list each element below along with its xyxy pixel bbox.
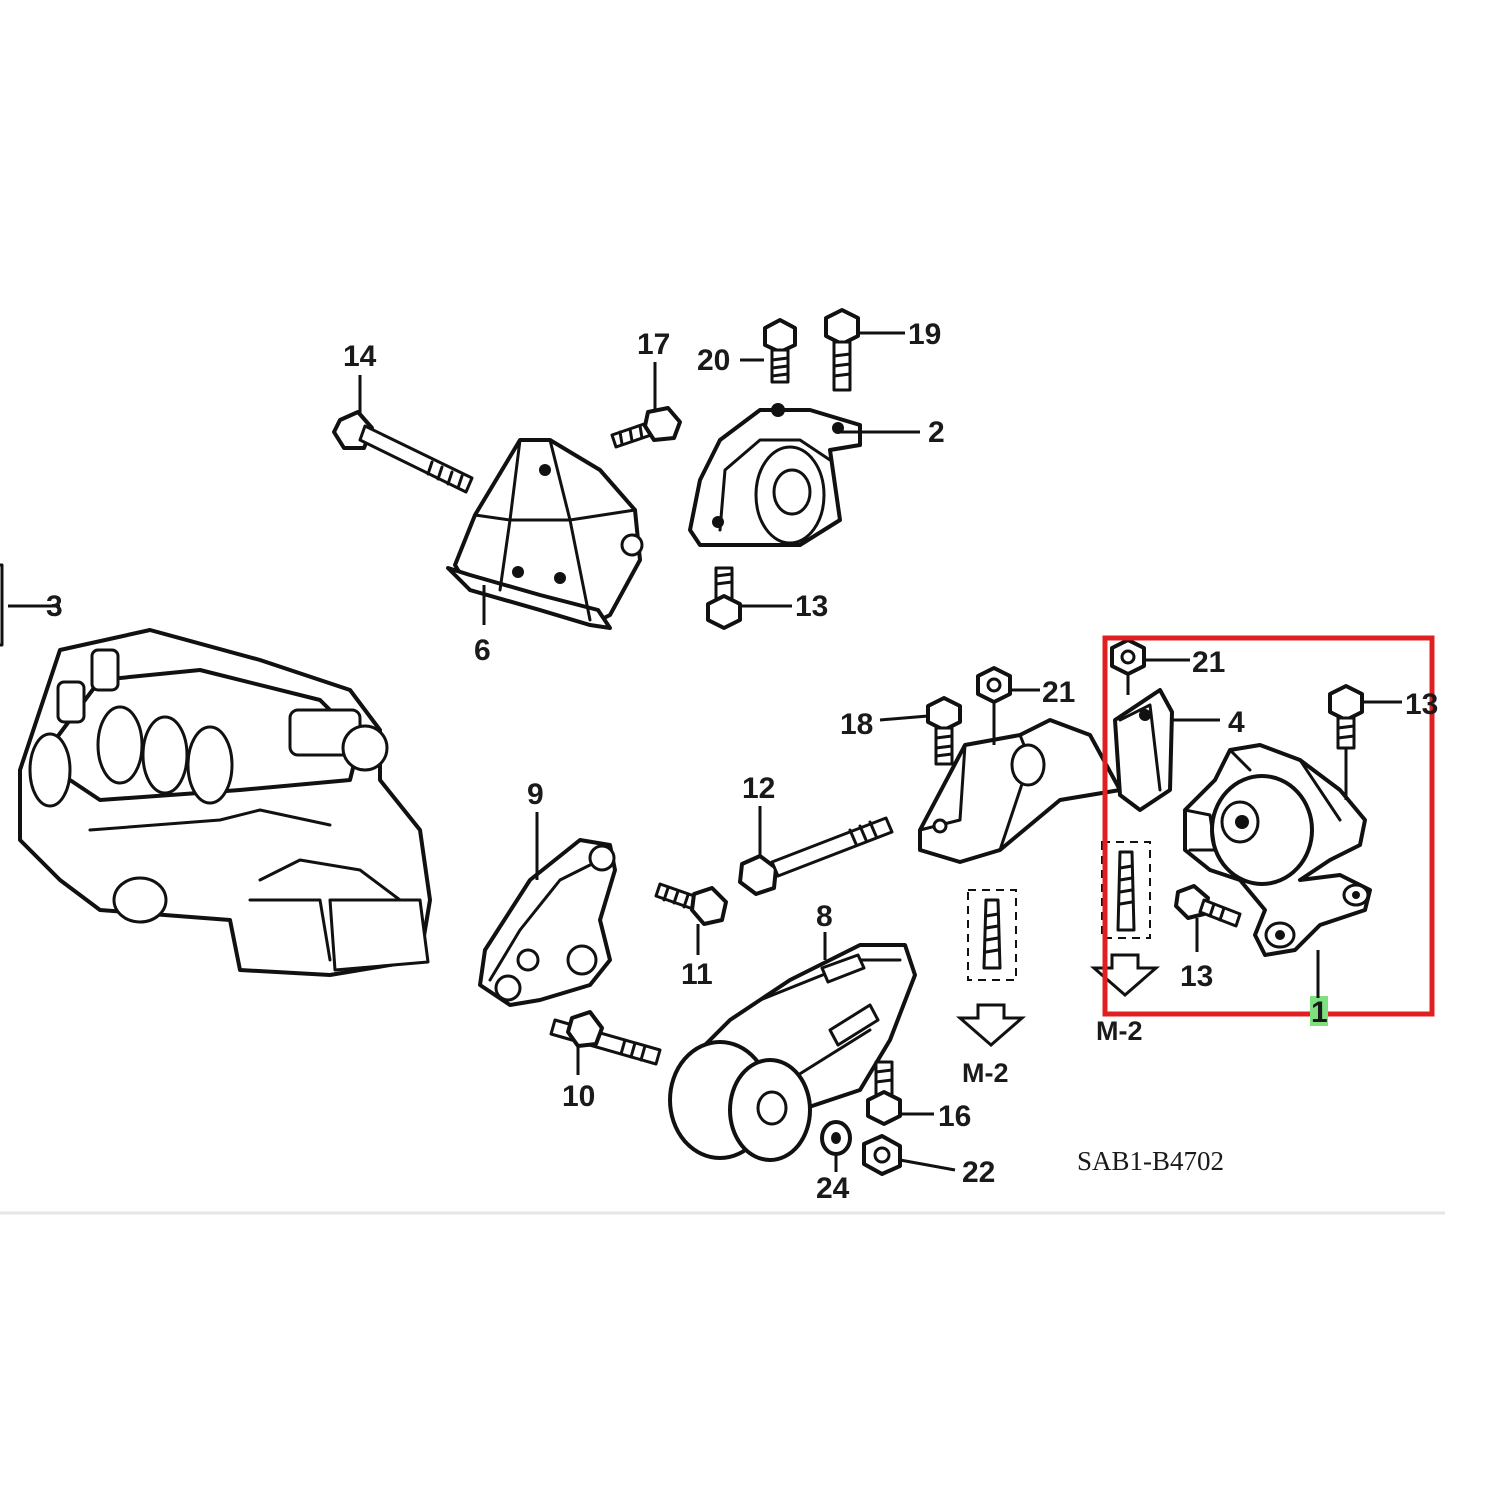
part-6-bracket [446,438,644,630]
callout-10: 10 [562,1080,595,1113]
engine-assembly [18,628,432,977]
part-9-bracket [478,838,617,1007]
callout-4: 4 [1228,706,1245,739]
part-1-mount [1183,743,1372,957]
part-4-bracket [1113,688,1174,812]
callout-1: 1 [1311,996,1328,1029]
stud-m2-left [955,889,1027,1047]
part-22-nut [862,1134,902,1176]
diagram-code: SAB1-B4702 [1077,1146,1224,1176]
callout-13-upper: 13 [795,590,828,623]
part-14-bolt [332,410,474,494]
center-bracket [918,718,1122,864]
engine-cylinders [28,705,234,808]
part-21-nut-right [1110,638,1146,676]
arrow-label-m2-right: M-2 [1096,1016,1143,1046]
arrow-label-m2-left: M-2 [962,1058,1009,1088]
part-19-bolt [824,308,860,392]
part-8-mount [668,943,917,1162]
callout-13-right: 13 [1405,688,1438,721]
callout-labels: 14 17 20 19 2 3 6 13 18 21 21 4 13 9 12 … [46,318,1438,1205]
part-21-nut-center [976,666,1012,704]
callout-6: 6 [474,634,491,667]
part-13-bolt-upper [706,566,742,630]
callout-24: 24 [816,1172,850,1205]
callout-2: 2 [928,416,945,449]
callout-16: 16 [938,1100,971,1133]
part-24-washer [820,1120,852,1156]
callout-9: 9 [527,778,544,811]
callout-3: 3 [46,590,63,623]
part-1-marker [1310,996,1328,1026]
part-10-stud [549,1010,662,1066]
callout-14: 14 [343,340,377,373]
part-18-bolt [926,696,962,766]
arrow-down-left [955,1003,1027,1047]
callout-13-lower-right: 13 [1180,960,1213,993]
callout-22: 22 [962,1156,995,1189]
callout-17: 17 [637,328,670,361]
callout-21-right: 21 [1192,646,1225,679]
callout-19: 19 [908,318,941,351]
callout-8: 8 [816,900,833,933]
callout-20: 20 [697,344,730,377]
part-17-bolt [610,406,682,449]
part-11-bolt [654,882,728,926]
callout-18: 18 [840,708,873,741]
highlight-box [1102,635,1435,1017]
callout-21-center: 21 [1042,676,1075,709]
stud-m2-right [1089,841,1161,997]
arrow-down-right [1089,953,1161,997]
part-12-bolt [738,816,894,896]
callout-12: 12 [742,772,775,805]
part-13-bolt-lower-right [1174,884,1242,928]
callout-11: 11 [681,958,713,991]
leader-lines [40,331,1402,1172]
part-13-bolt-right [1328,684,1364,750]
part-20-bolt [763,318,797,384]
part-16-bolt [866,1060,902,1126]
part-2-mount [688,403,862,547]
